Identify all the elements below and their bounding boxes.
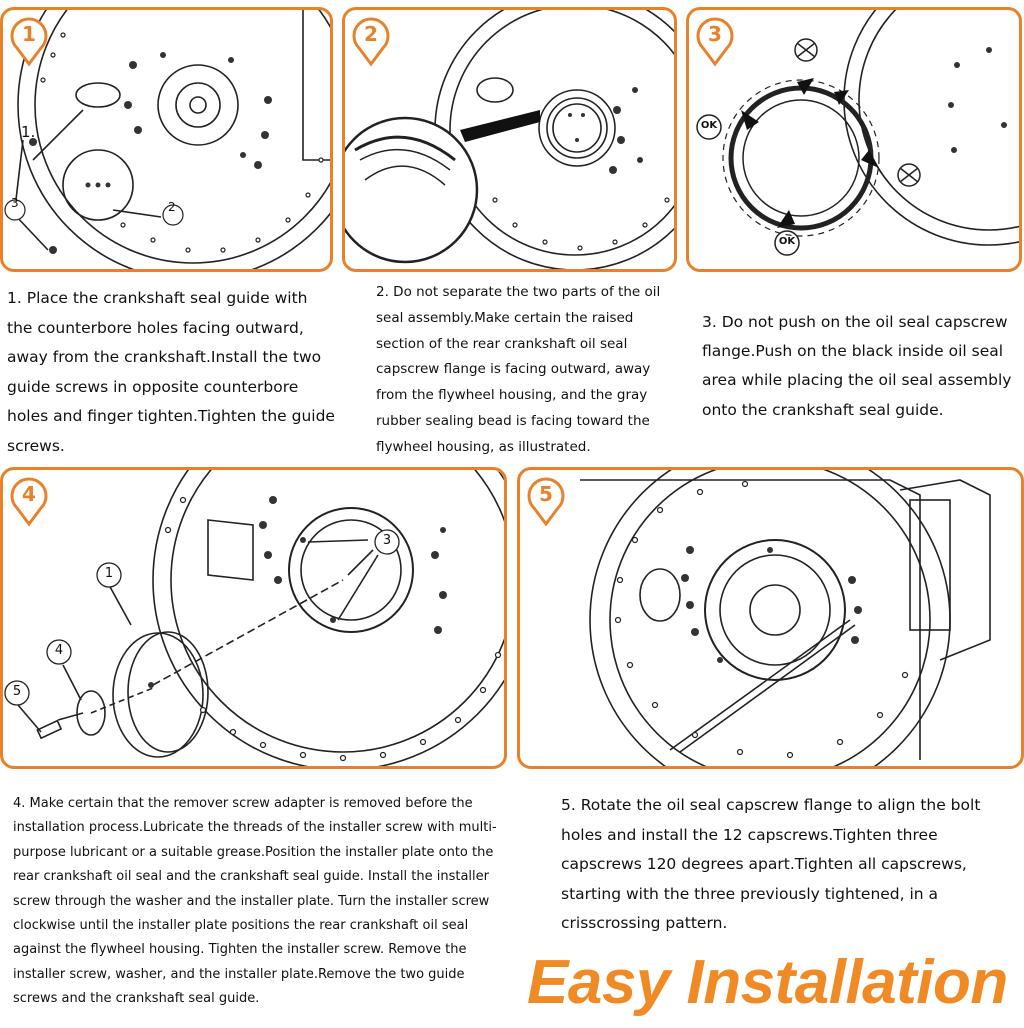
callout-5: 5 [12, 684, 22, 699]
installer-plate-diagram [4, 470, 504, 766]
step-badge-1-number: 1 [22, 22, 36, 46]
callout-1: 1. [21, 123, 36, 141]
callout-1: 1 [104, 566, 114, 581]
step-badge-4-number: 4 [22, 482, 36, 506]
step-2-instructions: 2. Do not separate the two parts of the … [376, 284, 661, 455]
step-5-instructions: 5. Rotate the oil seal capscrew flange t… [561, 796, 981, 933]
step-1-illustration: 2 3 1. 1 [0, 7, 333, 272]
step-4-instructions: 4. Make certain that the remover screw a… [13, 796, 497, 1007]
capscrew-tightening-diagram [580, 470, 991, 766]
callout-ok-bottom: OK [778, 236, 796, 247]
step-3-instructions: 3. Do not push on the oil seal capscrew … [702, 313, 1012, 419]
callout-3: 3 [11, 196, 19, 210]
easy-installation-headline: Easy Installation [527, 948, 1008, 1017]
step-badge-2-number: 2 [364, 22, 378, 46]
step-5-illustration: 5 [517, 467, 1024, 769]
callout-ok-left: OK [700, 120, 718, 131]
callout-2: 2 [168, 200, 176, 214]
step-4-illustration: 1 3 4 5 4 [0, 467, 507, 769]
step-1-instructions: 1. Place the crankshaft seal guide with … [7, 289, 335, 455]
callout-3: 3 [382, 533, 392, 548]
step-2-illustration: 2 [342, 7, 677, 272]
seal-push-points-diagram [696, 10, 1019, 256]
step-3-illustration: OK OK 3 [686, 7, 1022, 272]
flywheel-housing-diagram-1 [4, 10, 330, 269]
oil-seal-assembly-diagram [345, 10, 674, 269]
callout-4: 4 [54, 643, 64, 658]
step-badge-3-number: 3 [708, 22, 722, 46]
step-badge-5-number: 5 [539, 482, 553, 506]
